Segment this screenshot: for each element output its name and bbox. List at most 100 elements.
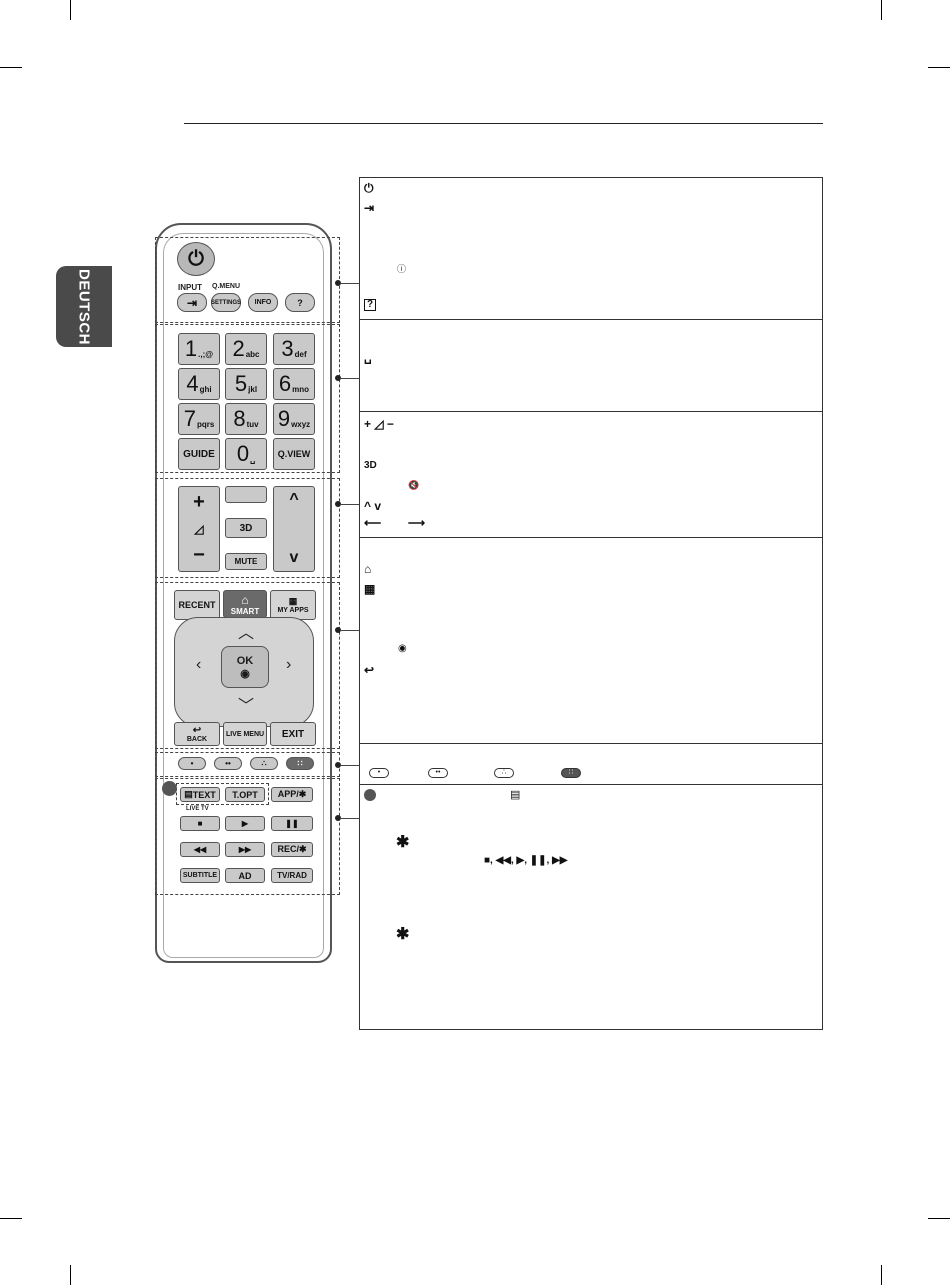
volume-up-icon: + <box>193 491 205 513</box>
leader-dot <box>335 762 341 768</box>
blank-button[interactable] <box>225 486 267 503</box>
crop-mark <box>70 1265 71 1285</box>
panel-3d-icon: 3D <box>364 460 377 471</box>
panel-fav-icon: ✱ <box>396 834 410 851</box>
panel-help-icon: ? <box>364 299 377 311</box>
panel-channel-icons: ^ v <box>364 499 382 513</box>
play-button[interactable]: ▶ <box>225 816 265 831</box>
blue-key[interactable]: ∷ <box>286 757 314 770</box>
panel-ok-icon: ◉ <box>398 643 407 654</box>
leader-line <box>340 765 359 766</box>
my-apps-button[interactable]: ▦ MY APPS <box>270 590 316 620</box>
crop-mark <box>70 0 71 20</box>
volume-rocker[interactable]: + ◿ − <box>178 486 220 572</box>
stop-button[interactable]: ■ <box>180 816 220 831</box>
nav-down-arrow[interactable]: ﹀ <box>238 698 255 715</box>
tv-rad-button[interactable]: TV/RAD <box>271 868 313 883</box>
ad-button[interactable]: AD <box>225 868 265 883</box>
panel-blue-chip: ∷ <box>561 768 581 778</box>
info-button[interactable]: INFO <box>248 293 278 312</box>
settings-button[interactable]: SETTINGS <box>211 293 241 312</box>
panel-callout-badge <box>364 789 376 801</box>
leader-line <box>340 283 359 284</box>
leader-line <box>340 818 359 819</box>
rec-button[interactable]: REC/✱ <box>271 842 313 857</box>
panel-divider <box>359 537 823 538</box>
green-key[interactable]: •• <box>214 757 242 770</box>
3d-button[interactable]: 3D <box>225 518 267 538</box>
back-button[interactable]: ↩ BACK <box>174 722 220 746</box>
panel-apps-icon: ▦ <box>364 582 376 596</box>
volume-down-icon: − <box>193 544 205 566</box>
mute-button[interactable]: MUTE <box>225 553 267 570</box>
recent-button[interactable]: RECENT <box>174 590 220 620</box>
channel-rocker[interactable]: ^ v <box>273 486 315 572</box>
apps-grid-icon: ▦ <box>288 596 298 606</box>
crop-mark <box>928 67 950 68</box>
panel-fav-icon-2: ✱ <box>396 926 410 943</box>
language-tab-label: DEUTSCH <box>75 268 93 345</box>
language-tab: DEUTSCH <box>56 266 112 347</box>
crop-mark <box>928 1218 950 1219</box>
yellow-key[interactable]: ∴ <box>250 757 278 770</box>
back-icon: ↩ <box>192 725 202 736</box>
crop-mark <box>881 0 882 20</box>
smart-button[interactable]: ⌂ SMART <box>223 590 267 618</box>
panel-divider <box>359 743 823 744</box>
panel-yellow-chip: ∴ <box>494 768 514 778</box>
nav-left-arrow[interactable]: ‹ <box>196 656 202 673</box>
leader-dot <box>335 501 341 507</box>
topt-button[interactable]: T.OPT <box>225 787 265 802</box>
leader-dot <box>335 627 341 633</box>
group-media <box>155 778 340 895</box>
header-rule <box>184 123 823 124</box>
group-text <box>176 783 269 805</box>
panel-page-icons: ⟵ ⟶ <box>364 516 426 530</box>
digit-0-button[interactable]: 0␣ <box>225 438 267 470</box>
leader-line <box>340 378 359 379</box>
volume-icon: ◿ <box>194 522 204 536</box>
text-button[interactable]: ▤TEXT <box>180 787 220 802</box>
subtitle-button[interactable]: SUBTITLE <box>180 868 220 883</box>
panel-media-icons: ■, ◀◀, ▶, ❚❚, ▶▶ <box>484 855 568 866</box>
digit-1-button[interactable]: 1.,;@ <box>178 333 220 365</box>
qview-button[interactable]: Q.VIEW <box>273 438 315 470</box>
leader-dot <box>335 815 341 821</box>
red-key[interactable]: • <box>178 757 206 770</box>
panel-divider <box>359 411 823 412</box>
home-icon: ⌂ <box>241 592 249 607</box>
panel-text-icon: ▤ <box>510 789 521 801</box>
panel-space-icon: ␣ <box>364 350 372 364</box>
panel-volume-icons: + ◿ − <box>364 417 394 431</box>
input-button[interactable]: ⇥ <box>177 293 207 312</box>
power-button[interactable]: ⏻ <box>177 242 215 276</box>
panel-red-chip: • <box>369 768 389 778</box>
rewind-button[interactable]: ◀◀ <box>180 842 220 857</box>
crop-mark <box>881 1265 882 1285</box>
help-button[interactable]: ? <box>285 293 315 312</box>
group-numbers <box>155 324 340 473</box>
remote-inner-outline <box>163 233 324 958</box>
live-menu-button[interactable]: LIVE MENU <box>223 722 267 746</box>
panel-divider <box>359 319 823 320</box>
qmenu-label: Q.MENU <box>212 283 240 290</box>
panel-input-icon: ⇥ <box>364 201 375 215</box>
exit-button[interactable]: EXIT <box>270 722 316 746</box>
pause-button[interactable]: ❚❚ <box>271 816 313 831</box>
callout-badge <box>162 781 177 796</box>
fast-forward-button[interactable]: ▶▶ <box>225 842 265 857</box>
nav-right-arrow[interactable]: › <box>286 656 292 673</box>
nav-up-arrow[interactable]: ︿ <box>238 625 255 642</box>
app-button[interactable]: APP/✱ <box>271 787 313 802</box>
guide-button[interactable]: GUIDE <box>178 438 220 470</box>
panel-green-chip: •• <box>428 768 448 778</box>
ok-button[interactable]: OK ◉ <box>221 646 269 688</box>
